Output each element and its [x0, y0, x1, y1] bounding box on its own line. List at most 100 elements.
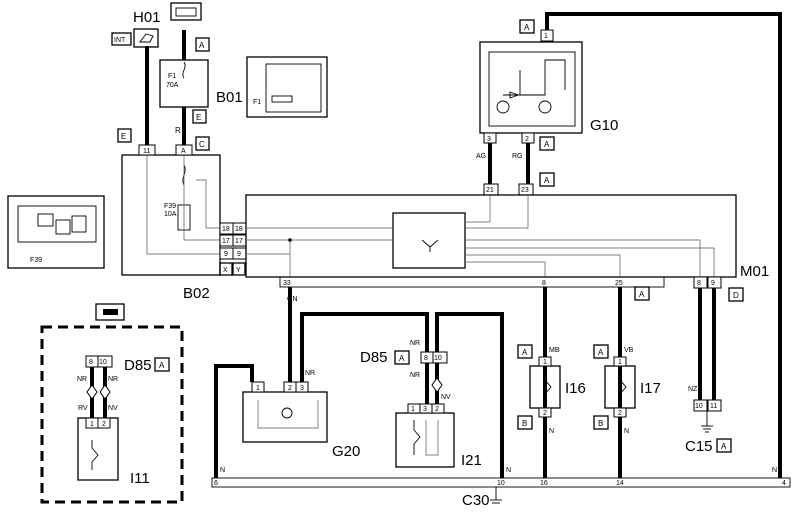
- b01-inset-fuse-label: F1: [253, 99, 261, 106]
- m01-pin-17-text: 17: [235, 238, 243, 245]
- m01-trace-9: [246, 240, 291, 255]
- c15-component: NZ 10 11 C15 A: [685, 288, 732, 455]
- i21-return-wire: [435, 312, 504, 478]
- c15-tag-a: [716, 438, 732, 453]
- d85-inset-tag-a-text: A: [159, 361, 165, 370]
- b01-tag-e-text: E: [196, 113, 201, 122]
- m01-pin-33-text: 33: [283, 280, 291, 287]
- g20-ground-wire: [214, 364, 254, 478]
- b01-tag-a: [195, 37, 210, 52]
- battery-cell: [175, 7, 197, 17]
- g10-tag-a-text: A: [524, 23, 530, 32]
- m01-processor-symbol: [421, 239, 439, 252]
- b01-tag-e: [192, 109, 207, 124]
- g20-component: GN NR 1 2 3 G20: [214, 287, 429, 478]
- i16-tag-b-text: B: [522, 419, 527, 428]
- b02-pin-17-text: 17: [222, 238, 230, 245]
- g10-box: [479, 41, 583, 134]
- i16-pin-2-text: 2: [543, 410, 547, 417]
- b02-location-inset: F39: [7, 195, 105, 269]
- i17-tag-b-text: B: [598, 419, 603, 428]
- c15-wire-nz: NZ: [688, 386, 698, 393]
- g10-lamp-right: [538, 100, 552, 114]
- g10-label: G10: [590, 117, 618, 134]
- g20-pin-3: [295, 381, 309, 393]
- g20-internal: [257, 400, 319, 429]
- i21-pin-2-text: 2: [435, 406, 439, 413]
- m01-pin-18-text: 18: [235, 226, 243, 233]
- m01-pin-a8-text: 8: [697, 280, 701, 287]
- g10-inner: [488, 51, 576, 127]
- ignition-key-icon: [133, 28, 159, 48]
- g10-pin-3-text: 3: [487, 136, 491, 143]
- g10-pin-1-text: 1: [544, 33, 548, 40]
- i17-component: A VB 1 2 I17 B N: [593, 287, 661, 478]
- b02-tag-e-text: E: [121, 132, 126, 141]
- i16-pin-2: [538, 407, 552, 418]
- battery-icon: [170, 2, 202, 21]
- c30-pin-6: 6: [214, 480, 218, 487]
- g20-pin-3-text: 3: [300, 385, 304, 392]
- g20-pin-1-text: 1: [256, 385, 260, 392]
- m01-pin-25-text: 25: [615, 280, 623, 287]
- b01-tag-a-text: A: [199, 41, 205, 50]
- g10-pin-2-text: 2: [525, 136, 529, 143]
- c15-pin-11: [707, 399, 722, 412]
- i21-label: I21: [461, 452, 482, 469]
- g10-wire-right-label: RG: [512, 153, 523, 160]
- d85-inset-pin-10-text: 10: [99, 359, 107, 366]
- m01-node: [288, 238, 292, 242]
- m01-conn-strip: [279, 276, 665, 288]
- i16-switch: [544, 372, 552, 402]
- b02-pin-a-text: A: [181, 148, 186, 155]
- g10-wire-left-label: AG: [476, 153, 486, 160]
- wire-r: R: [175, 126, 181, 135]
- i21-box: [395, 412, 455, 468]
- i16-label: I16: [565, 380, 586, 397]
- m01-box: [245, 194, 737, 278]
- c30-pin-10: 10: [497, 480, 505, 487]
- c15-pin-10: [693, 399, 708, 412]
- d85-main-diode: [431, 377, 443, 393]
- b02-trace-18: [196, 179, 220, 229]
- d85-inset-diode-left: [86, 384, 98, 400]
- d85-main-label: D85: [360, 349, 388, 366]
- g10-pin-3: [483, 132, 497, 144]
- i11-switch: [91, 440, 99, 470]
- b01-fuse-rating: 70A: [166, 82, 179, 89]
- c30-ground-bus: 6 10 16 14 4 N N N C30: [211, 467, 791, 509]
- c30-wire-n-1: N: [220, 467, 225, 474]
- d85-inset-wire-nr-r: NR: [108, 376, 118, 383]
- d85-wire-nv: NV: [441, 394, 451, 401]
- i16-pin-1: [538, 356, 552, 367]
- m01-pin-b9-text: 9: [711, 280, 715, 287]
- c15-tag-a-text: A: [721, 442, 727, 451]
- b02-inset-frame: [7, 195, 105, 269]
- i11-pin-2: [97, 417, 111, 429]
- m01-pin-23-text: 23: [521, 187, 529, 194]
- i11-label: I11: [130, 470, 150, 487]
- m01-label: M01: [740, 263, 769, 280]
- b02-pin-18-text: 18: [222, 226, 230, 233]
- b02-conn-y: [232, 262, 246, 276]
- b02-conn-x: [219, 262, 233, 276]
- g10-lamp-left: [496, 100, 510, 114]
- c15-pin-10-text: 10: [695, 403, 703, 410]
- i21-switch: [413, 420, 421, 455]
- i17-tag-a-text: A: [598, 348, 604, 357]
- i17-pin-1: [613, 356, 627, 367]
- i17-wire-n: N: [624, 428, 629, 435]
- b02-tag-e: [117, 128, 132, 143]
- b02-inset-cell-c: [71, 215, 87, 233]
- i11-pin-2-text: 2: [102, 421, 106, 428]
- d85-wire-nr-mid: NR: [410, 372, 420, 379]
- g10-tag-a: [519, 19, 535, 34]
- m01-pin-8-text: 8: [542, 280, 546, 287]
- h01-header: H01 INT: [111, 2, 202, 48]
- b02-conn-x-text: X: [223, 267, 228, 274]
- b01-fuse-symbol: [182, 61, 186, 79]
- c30-pin-4: 4: [782, 480, 786, 487]
- g10-diode: [509, 91, 520, 99]
- b02-inset-fuse-label: F39: [30, 257, 42, 264]
- i17-switch: [619, 372, 627, 402]
